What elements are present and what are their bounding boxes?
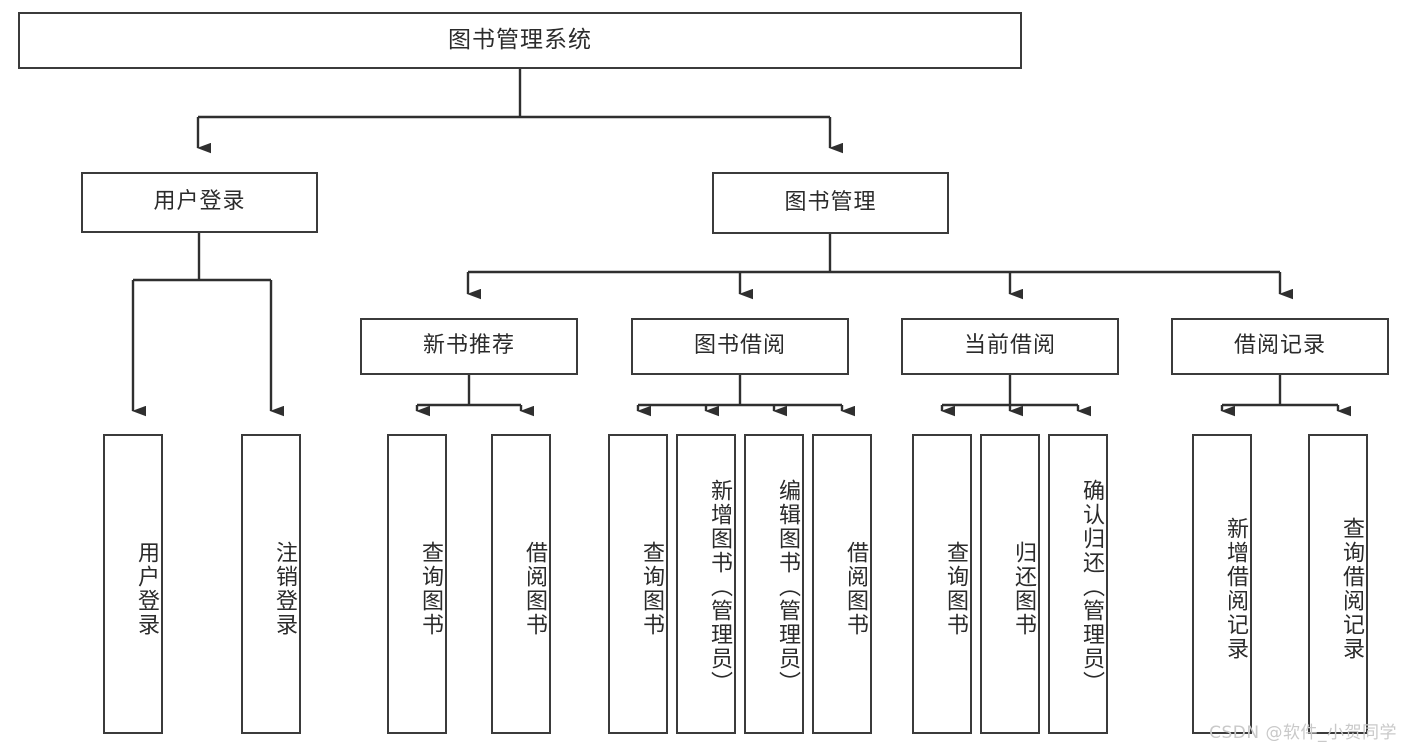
node-book-management[interactable]: 图书管理 [712,172,949,234]
leaf-borrow-book-recommend[interactable]: 借阅图书 [491,434,551,734]
leaf-query-borrow-record[interactable]: 查询借阅记录 [1308,434,1368,734]
node-new-book-recommend[interactable]: 新书推荐 [360,318,578,375]
leaf-confirm-return-admin[interactable]: 确认归还（管理员） [1048,434,1108,734]
leaf-query-book-borrow[interactable]: 查询图书 [608,434,668,734]
leaf-edit-book-admin[interactable]: 编辑图书（管理员） [744,434,804,734]
leaf-query-book-current[interactable]: 查询图书 [912,434,972,734]
node-book-borrow[interactable]: 图书借阅 [631,318,849,375]
leaf-query-book-recommend[interactable]: 查询图书 [387,434,447,734]
leaf-user-login[interactable]: 用户登录 [103,434,163,734]
node-borrow-record[interactable]: 借阅记录 [1171,318,1389,375]
node-user-login[interactable]: 用户登录 [81,172,318,233]
watermark: CSDN @软件_小贺同学 [1209,723,1397,743]
leaf-logout[interactable]: 注销登录 [241,434,301,734]
node-root[interactable]: 图书管理系统 [18,12,1022,69]
leaf-borrow-book[interactable]: 借阅图书 [812,434,872,734]
leaf-add-borrow-record[interactable]: 新增借阅记录 [1192,434,1252,734]
node-current-borrow[interactable]: 当前借阅 [901,318,1119,375]
leaf-add-book-admin[interactable]: 新增图书（管理员） [676,434,736,734]
leaf-return-book[interactable]: 归还图书 [980,434,1040,734]
